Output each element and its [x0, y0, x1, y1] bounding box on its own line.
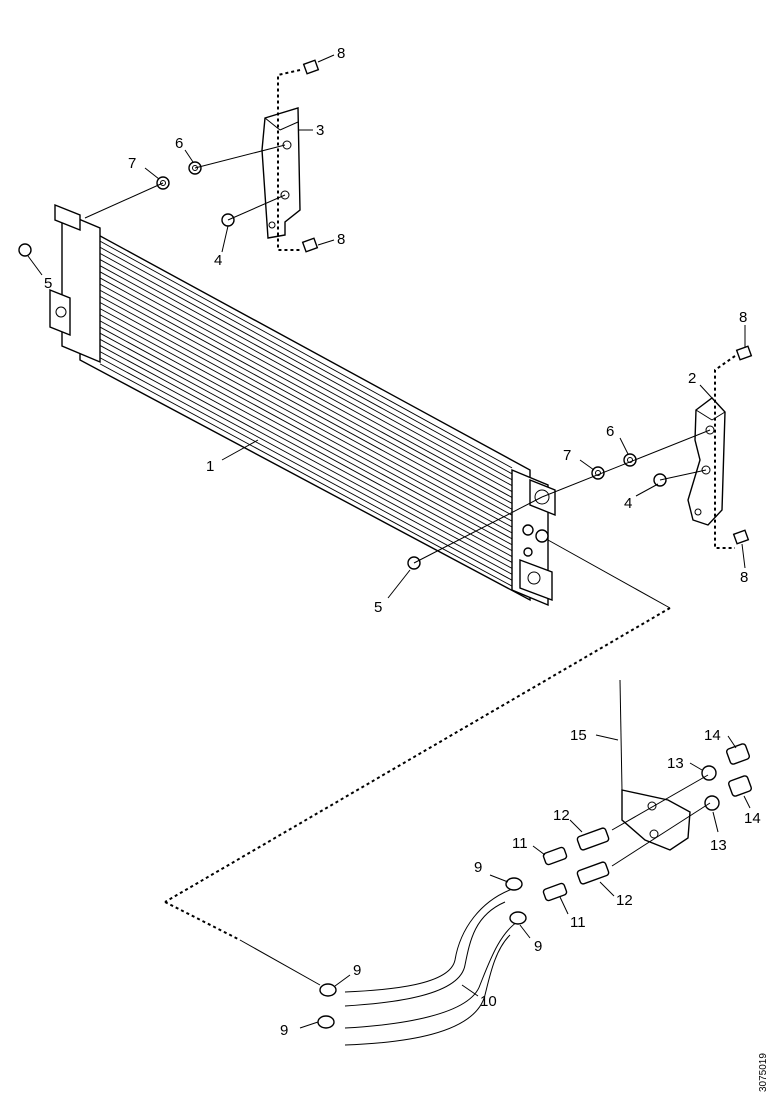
cooler-fin-line — [99, 332, 513, 557]
callout-7a: 7 — [128, 155, 136, 172]
fitting-plate — [542, 743, 752, 902]
cooler-fin-line — [99, 320, 513, 546]
cooler-fin-line — [99, 338, 513, 563]
bolt-icon — [301, 59, 753, 545]
callout-labels: 1 2 3 4 4 5 5 6 6 7 7 8 8 8 8 9 9 9 9 10… — [44, 45, 761, 1039]
cooler-fin-line — [99, 246, 513, 475]
callout-15: 15 — [570, 727, 587, 744]
cooler-fin-line — [99, 259, 513, 487]
callout-leaders — [27, 54, 751, 1029]
callout-13a: 13 — [667, 755, 684, 772]
callout-8a: 8 — [337, 45, 345, 62]
callout-11b: 11 — [570, 914, 586, 931]
callout-8c: 8 — [739, 309, 747, 326]
callout-7b: 7 — [563, 447, 571, 464]
callout-1: 1 — [206, 458, 214, 475]
cooler-fin-line — [99, 345, 513, 569]
cooler-fin-line — [99, 363, 513, 587]
callout-5b: 5 — [374, 599, 382, 616]
left-end-tank — [61, 210, 101, 364]
install-lines — [84, 69, 736, 986]
cooler-fin-line — [99, 265, 513, 492]
cooler-fin-line — [99, 240, 513, 469]
callout-10: 10 — [480, 993, 497, 1010]
fasteners — [18, 59, 753, 570]
cooler-fin-line — [99, 295, 513, 522]
callout-12b: 12 — [616, 892, 633, 909]
callout-4a: 4 — [214, 252, 222, 269]
callout-6b: 6 — [606, 423, 614, 440]
oil-cooler — [49, 203, 556, 607]
cooler-fin-line — [99, 271, 513, 498]
cooler-fin-line — [99, 289, 513, 516]
cooler-fin-line — [99, 253, 513, 481]
callout-3: 3 — [316, 122, 324, 139]
cooler-fin-line — [99, 357, 513, 581]
oil-hoses — [317, 877, 527, 1046]
callout-5a: 5 — [44, 275, 52, 292]
bracket-right — [687, 397, 726, 526]
callout-11a: 11 — [512, 835, 528, 852]
callout-8d: 8 — [740, 569, 748, 586]
callout-4b: 4 — [624, 495, 632, 512]
cooler-fin-line — [99, 351, 513, 575]
callout-9b: 9 — [534, 938, 542, 955]
callout-12a: 12 — [553, 807, 570, 824]
callout-9a: 9 — [474, 859, 482, 876]
cooler-fin-line — [99, 326, 513, 552]
callout-6a: 6 — [175, 135, 183, 152]
callout-9c: 9 — [353, 962, 361, 979]
drawing-code: 3075019 — [758, 1053, 769, 1092]
cooler-fin-line — [99, 277, 513, 504]
callout-14a: 14 — [704, 727, 721, 744]
callout-9d: 9 — [280, 1022, 288, 1039]
cooler-fins — [99, 240, 513, 587]
callout-2: 2 — [688, 370, 696, 387]
cooler-fin-line — [99, 308, 513, 534]
callout-14b: 14 — [744, 810, 761, 827]
cooler-fin-line — [99, 314, 513, 540]
cooler-fin-line — [99, 283, 513, 510]
callout-13b: 13 — [710, 837, 727, 854]
bracket-upper — [261, 107, 301, 239]
cooler-fin-line — [99, 302, 513, 528]
callout-8b: 8 — [337, 231, 345, 248]
